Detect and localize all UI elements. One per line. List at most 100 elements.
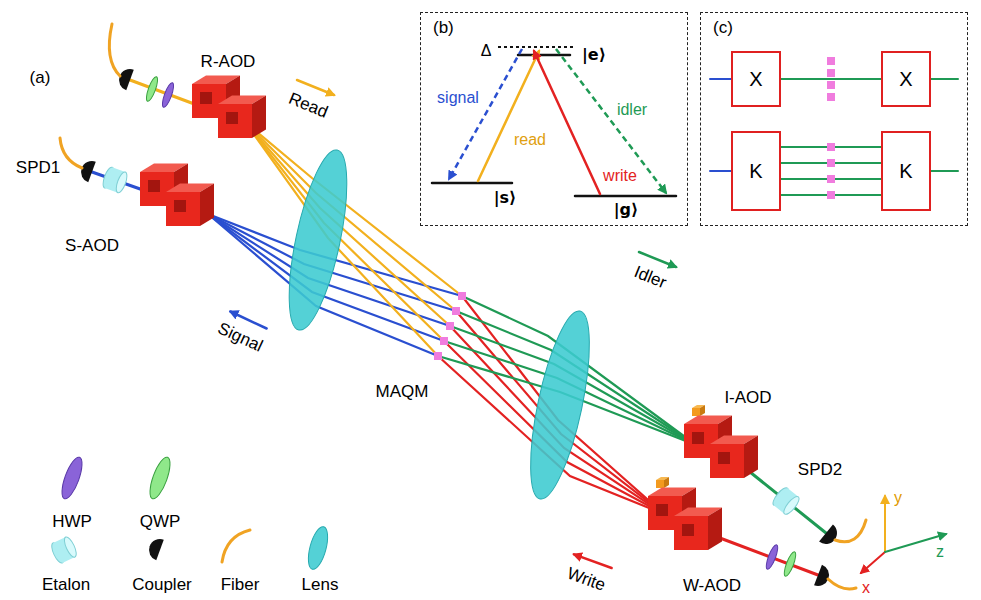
idler-transition (556, 49, 666, 193)
memory-cell (827, 191, 835, 199)
aod-window (174, 200, 186, 212)
cube-side (252, 96, 266, 138)
optical-fiber (109, 24, 120, 76)
memory-cell (827, 159, 835, 167)
legend-label: Lens (302, 576, 339, 595)
cube-front (692, 408, 700, 416)
memory-cell (827, 69, 835, 77)
signal-transition (449, 49, 522, 179)
legend-label: Coupler (132, 576, 192, 595)
read-beam (245, 122, 444, 341)
read-beam (245, 122, 456, 311)
aod-window (656, 504, 668, 516)
legend-label: HWP (52, 513, 92, 532)
cube-side (700, 405, 705, 416)
fiber-coupler (116, 66, 134, 90)
axis-x (861, 552, 885, 573)
device-name: I-AOD (724, 389, 771, 408)
aod-window (718, 452, 730, 464)
aod-window (226, 112, 238, 124)
fiber-coupler (78, 158, 96, 182)
etalon (101, 166, 129, 194)
panel-frame: (b) (420, 12, 688, 226)
transition-label: write (603, 167, 637, 185)
axis-label: z (936, 543, 944, 561)
operation-box: X (881, 51, 931, 107)
cube-front (218, 104, 252, 138)
lens (519, 307, 602, 504)
quarter-wave-plate (144, 76, 159, 103)
memory-cell (452, 307, 460, 315)
aod-crystal (192, 76, 266, 138)
device-name: S-AOD (65, 237, 119, 256)
read-beam (245, 122, 438, 356)
beam-name: Idler (631, 263, 669, 293)
optical-fiber (828, 579, 856, 589)
state-label: |s⟩ (494, 189, 517, 207)
legend-label: Etalon (42, 576, 90, 595)
panel-frame: (c) X X K K (700, 12, 968, 226)
cube-front (674, 516, 708, 550)
fiber-coupler (819, 524, 841, 548)
memory-cell (440, 337, 448, 345)
operation-box: K (881, 131, 931, 211)
axis-label: x (862, 579, 870, 597)
input-line (710, 78, 731, 80)
memory-cell (446, 322, 454, 330)
fiber-coupler (146, 536, 164, 560)
beam-name: Read (286, 90, 331, 123)
axis-label: y (894, 489, 902, 507)
aod-window (692, 432, 704, 444)
aod-crystal (140, 164, 214, 226)
panel-letter: (a) (30, 69, 51, 88)
memory-name: MAQM (376, 383, 429, 402)
memory-channel (781, 78, 881, 80)
etalon-face (62, 535, 79, 558)
legend-half-wave-plate (58, 455, 86, 501)
output-line (931, 170, 958, 172)
memory-cell (458, 292, 466, 300)
write-input-beam (712, 535, 818, 575)
transition-label: idler (617, 101, 647, 119)
read-transition (478, 51, 539, 181)
memory-cell (827, 175, 835, 183)
optical-fiber (222, 530, 250, 562)
memory-cell (827, 81, 835, 89)
lens (277, 145, 358, 334)
memory-cell (434, 352, 442, 360)
optical-fiber (835, 520, 866, 542)
virtual-level (498, 46, 576, 48)
aod-window (148, 180, 160, 192)
legend-quarter-wave-plate (146, 455, 174, 501)
excited-level (518, 54, 570, 57)
operation-symbol: X (749, 68, 762, 90)
quarter-wave-plate (782, 551, 798, 578)
detuning-symbol: Δ (481, 42, 492, 60)
operation-symbol: K (749, 160, 762, 182)
axis-y (884, 496, 886, 552)
cube-side (200, 184, 214, 226)
state-label: |e⟩ (582, 46, 606, 64)
output-line (931, 78, 958, 80)
fiber-coupler (814, 565, 832, 589)
write-transition (534, 51, 600, 194)
cube-side (708, 508, 722, 550)
half-wave-plate (764, 544, 780, 571)
cube-front (656, 480, 664, 488)
optical-fiber (60, 138, 82, 168)
etalon-face (114, 171, 129, 194)
direction-arrow (574, 554, 612, 568)
read-beam (245, 122, 462, 296)
legend-label: Fiber (221, 576, 260, 595)
beam-name: Write (564, 564, 607, 595)
storage-level (432, 182, 512, 185)
operation-box: K (731, 131, 781, 211)
panel-letter: (c) (713, 19, 733, 38)
half-wave-plate (160, 82, 175, 109)
state-label: |g⟩ (614, 201, 639, 219)
operation-symbol: X (899, 68, 912, 90)
aod-window (200, 92, 212, 104)
transition-label: read (514, 131, 546, 149)
